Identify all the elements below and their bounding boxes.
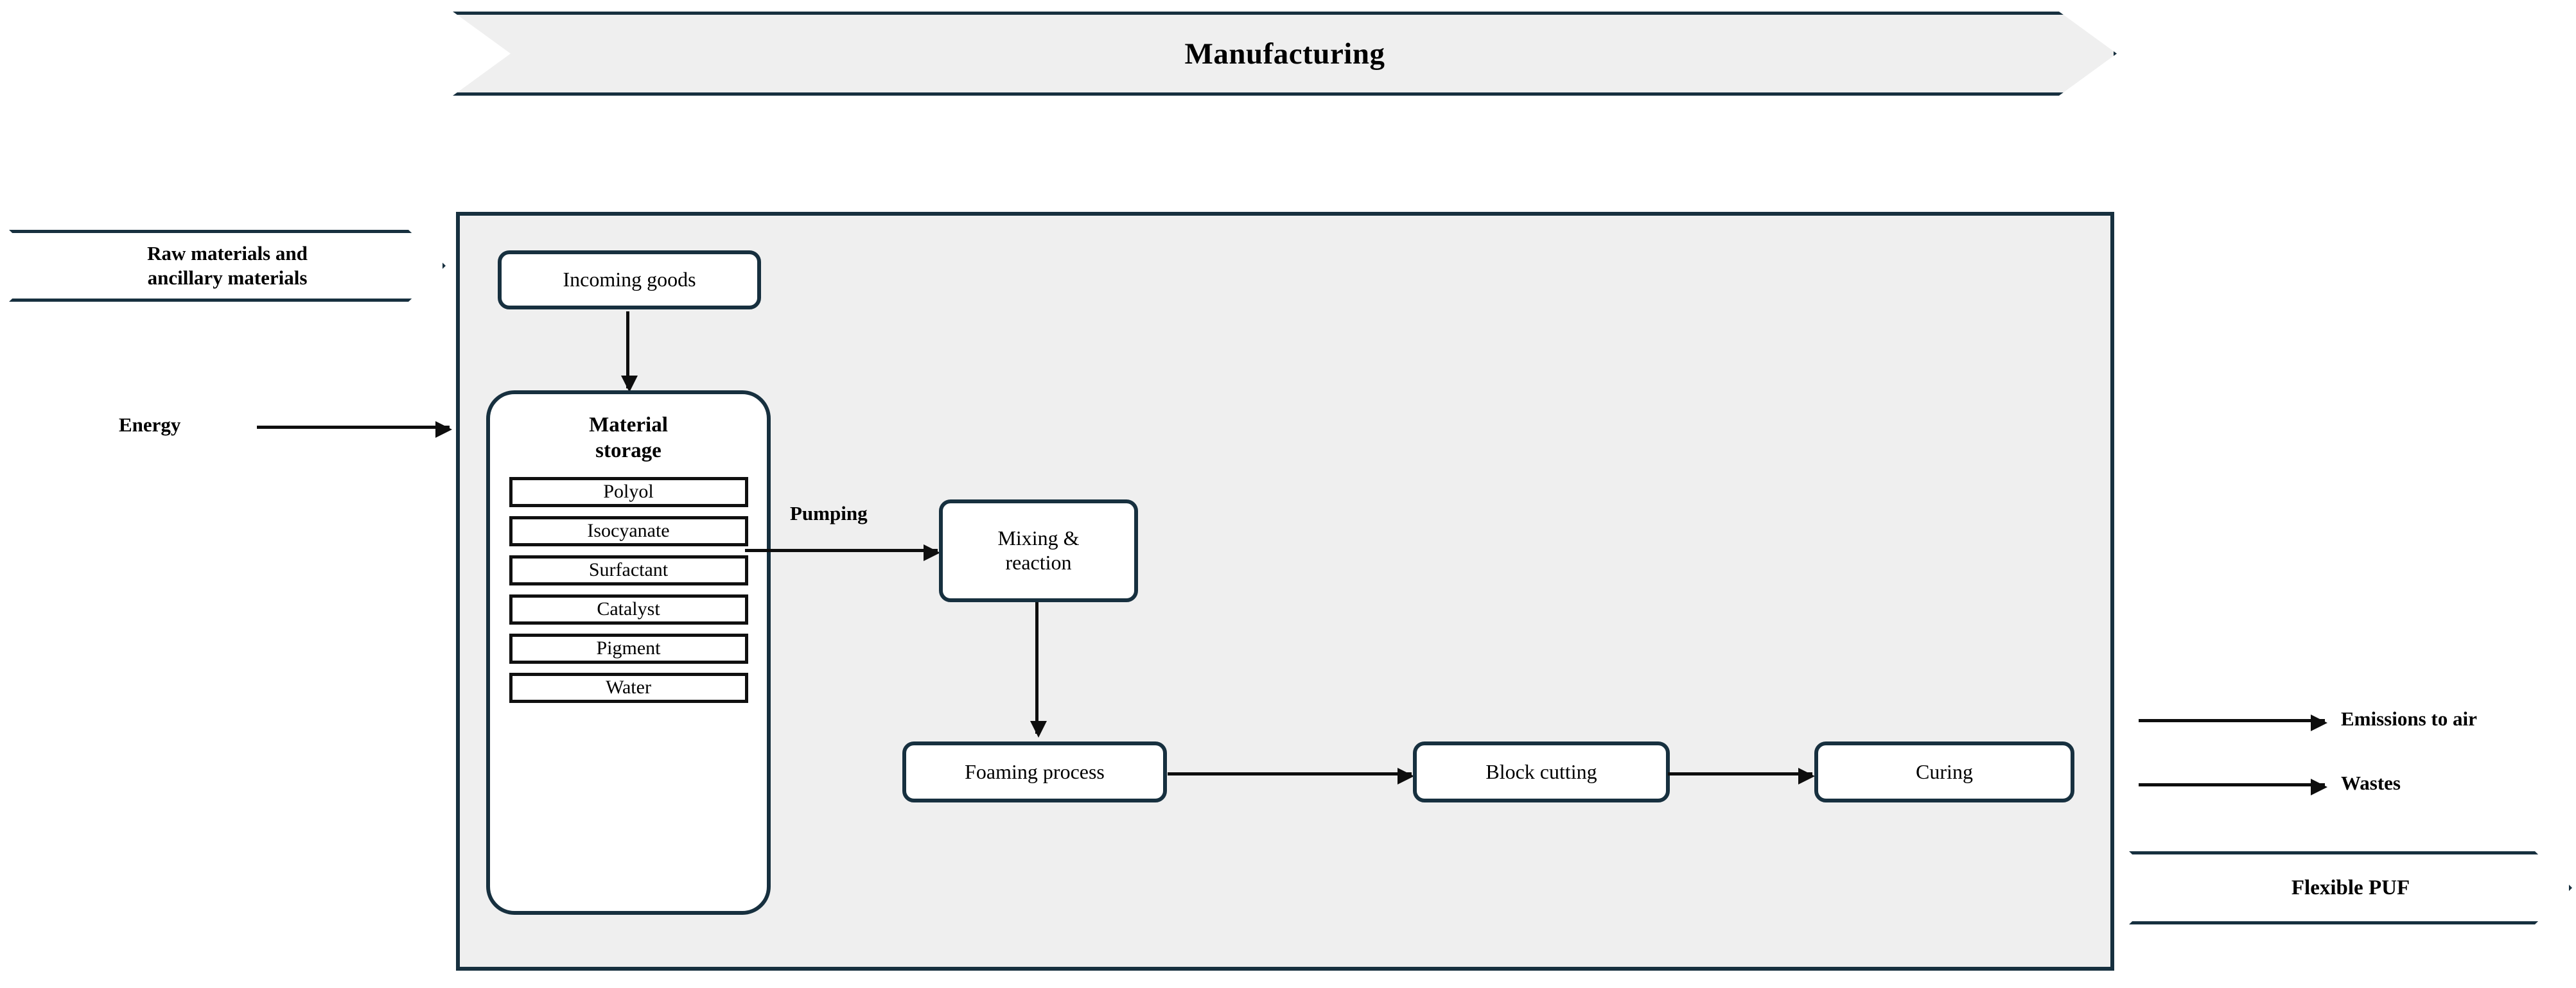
list-item: Pigment — [509, 633, 748, 664]
flexible-puf-label: Flexible PUF — [2291, 876, 2410, 899]
material-label: Surfactant — [588, 559, 669, 580]
material-storage-line-1: Material — [589, 413, 668, 437]
incoming-to-storage-arrow — [621, 311, 638, 392]
material-storage-line-2: storage — [595, 439, 662, 463]
curing-node: Curing — [1814, 741, 2074, 802]
block-cutting-node: Block cutting — [1413, 741, 1670, 802]
mixing-to-foaming-arrow — [1030, 602, 1047, 738]
energy-input-label: Energy — [119, 413, 181, 436]
mixing-reaction-label: Mixing & reaction — [997, 526, 1079, 575]
foaming-to-block-cutting-arrow — [1168, 768, 1414, 784]
raw-materials-line-1: Raw materials and — [147, 242, 308, 265]
list-item: Isocyanate — [509, 516, 748, 546]
incoming-goods-label: Incoming goods — [563, 268, 696, 291]
raw-materials-input-chevron: Raw materials and ancillary materials — [9, 230, 446, 302]
list-item: Water — [509, 672, 748, 703]
foaming-process-node: Foaming process — [902, 741, 1167, 802]
curing-label: Curing — [1916, 759, 1973, 783]
list-item: Catalyst — [509, 594, 748, 625]
pumping-label: Pumping — [790, 502, 868, 524]
raw-materials-label: Raw materials and ancillary materials — [147, 241, 308, 290]
emissions-output-arrow — [2139, 715, 2327, 731]
incoming-goods-node: Incoming goods — [498, 250, 761, 309]
mixing-line-1: Mixing & — [997, 526, 1080, 550]
list-item: Polyol — [509, 476, 748, 507]
banner-title: Manufacturing — [1184, 37, 1385, 71]
list-item: Surfactant — [509, 555, 748, 585]
foaming-process-label: Foaming process — [965, 759, 1105, 783]
material-storage-node: Material storage Polyol Isocyanate Surfa… — [486, 390, 771, 915]
material-label: Water — [606, 677, 651, 698]
mixing-reaction-node: Mixing & reaction — [939, 499, 1138, 602]
material-label: Isocyanate — [587, 520, 670, 541]
mixing-line-2: reaction — [1005, 551, 1072, 574]
material-label: Pigment — [596, 637, 661, 659]
material-list: Polyol Isocyanate Surfactant Catalyst Pi… — [490, 476, 767, 703]
material-storage-title: Material storage — [589, 412, 668, 464]
material-label: Catalyst — [597, 598, 660, 620]
wastes-output-label: Wastes — [2341, 772, 2401, 794]
energy-input-arrow — [257, 421, 452, 438]
wastes-output-arrow — [2139, 779, 2327, 795]
emissions-output-label: Emissions to air — [2341, 707, 2477, 730]
block-cutting-to-curing-arrow — [1668, 768, 1815, 784]
storage-to-mixing-arrow — [745, 544, 940, 561]
manufacturing-banner: Manufacturing — [453, 12, 2117, 96]
block-cutting-label: Block cutting — [1485, 759, 1597, 783]
flexible-puf-output-chevron: Flexible PUF — [2129, 851, 2572, 924]
material-label: Polyol — [603, 481, 654, 502]
raw-materials-line-2: ancillary materials — [147, 266, 308, 289]
